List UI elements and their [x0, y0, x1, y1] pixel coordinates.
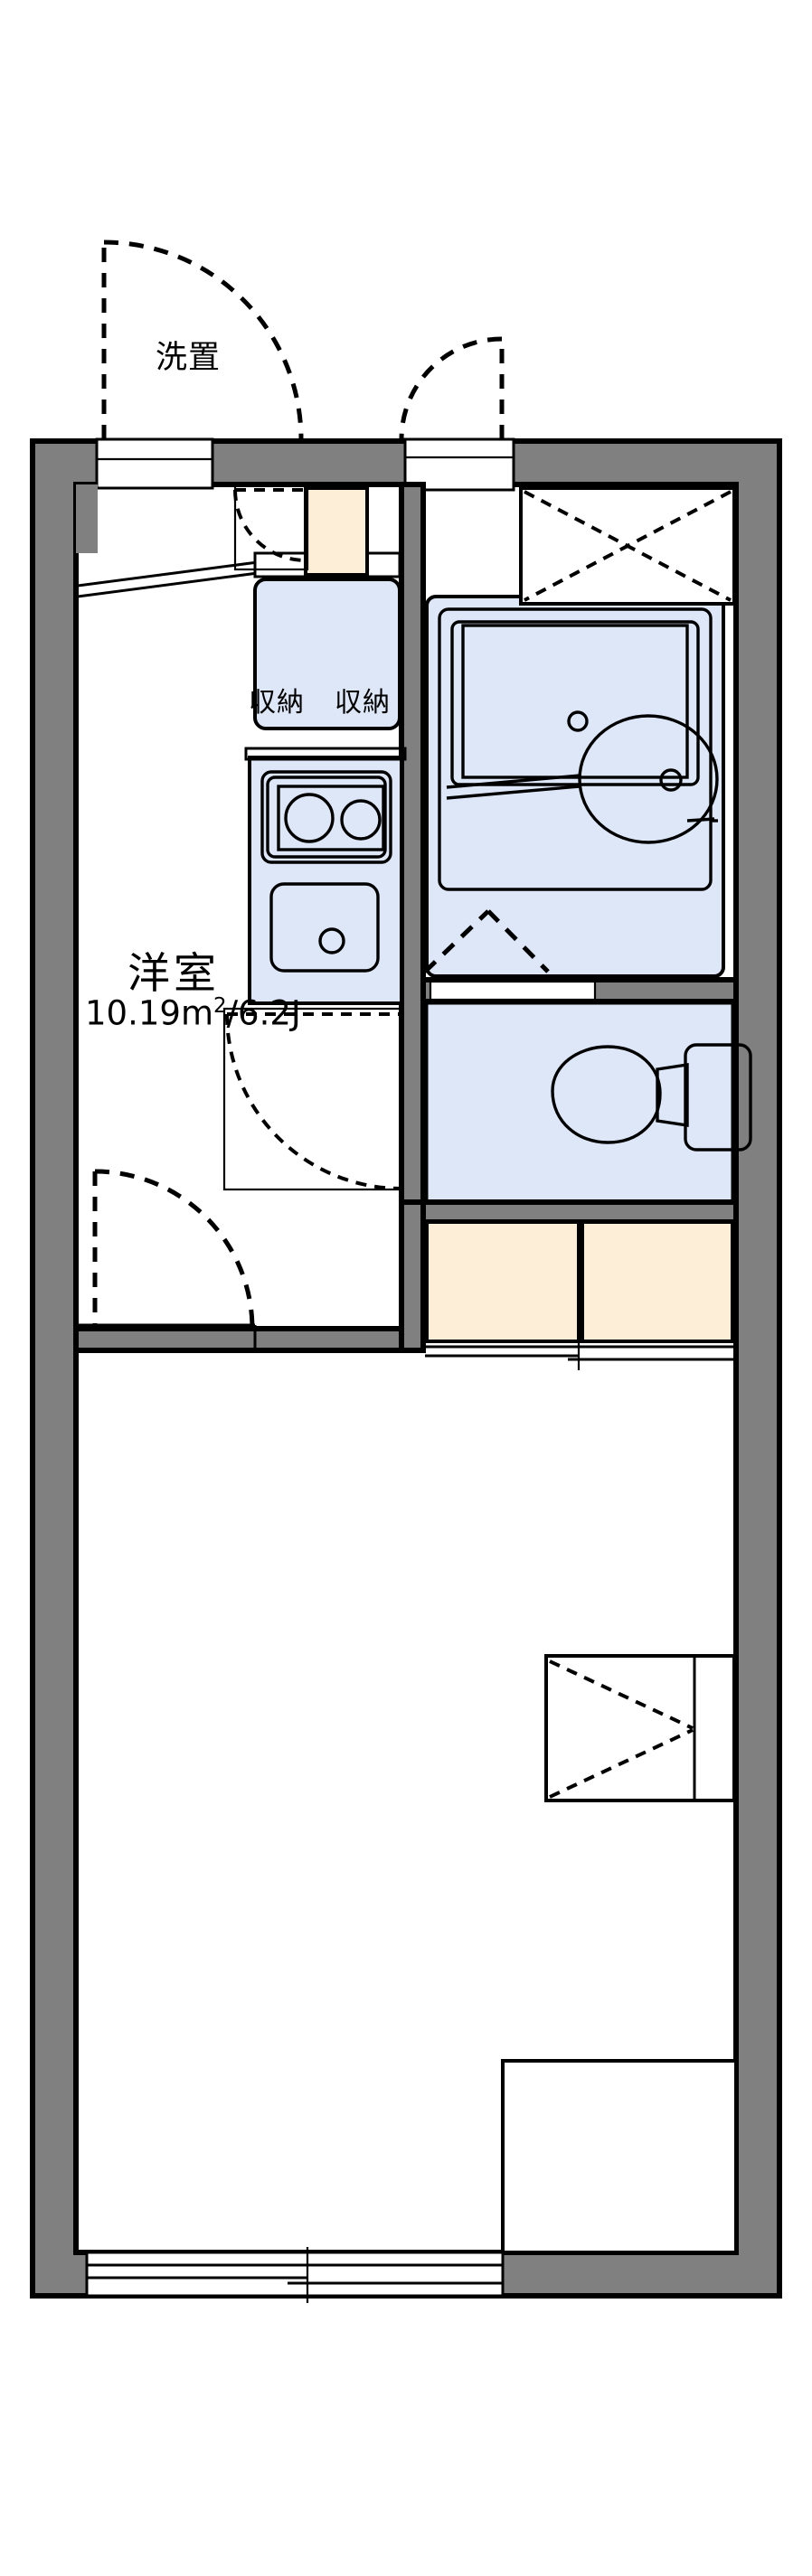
bath-toilet-divider — [420, 977, 739, 1004]
sink-basin — [269, 882, 380, 973]
room-entry-door — [78, 1169, 257, 1349]
sink-drain — [318, 927, 345, 954]
genkan-step — [77, 560, 259, 598]
bath-door — [423, 909, 550, 973]
washer-space — [253, 578, 401, 730]
entrance-zone — [77, 240, 515, 598]
washbasin — [578, 714, 719, 844]
bathtub-drain — [567, 710, 589, 732]
entrance-closet — [233, 483, 369, 577]
bath-window — [519, 486, 736, 606]
kitchen-counter — [244, 747, 407, 1005]
room-pillar — [501, 2059, 738, 2254]
corridor-partitions — [73, 482, 426, 1353]
entrance-door — [101, 240, 304, 440]
room-closet — [544, 1654, 736, 1802]
stove-burner-large — [284, 793, 335, 843]
toilet-tank — [684, 1043, 752, 1152]
storage-right-box — [581, 1220, 734, 1343]
storage-block — [411, 1199, 739, 1370]
stove-burner-small — [340, 799, 382, 841]
toilet-room — [425, 1001, 752, 1206]
bathtub — [450, 620, 700, 786]
entrance-inner-door — [399, 336, 505, 440]
toilet-bowl — [551, 1045, 662, 1144]
storage-left-box — [425, 1220, 581, 1343]
storage-left-wall — [399, 1199, 426, 1353]
washbasin-drain — [659, 768, 683, 792]
kitchen-door — [222, 1007, 403, 1191]
unit-bath — [423, 595, 725, 978]
balcony-window — [85, 2247, 505, 2303]
